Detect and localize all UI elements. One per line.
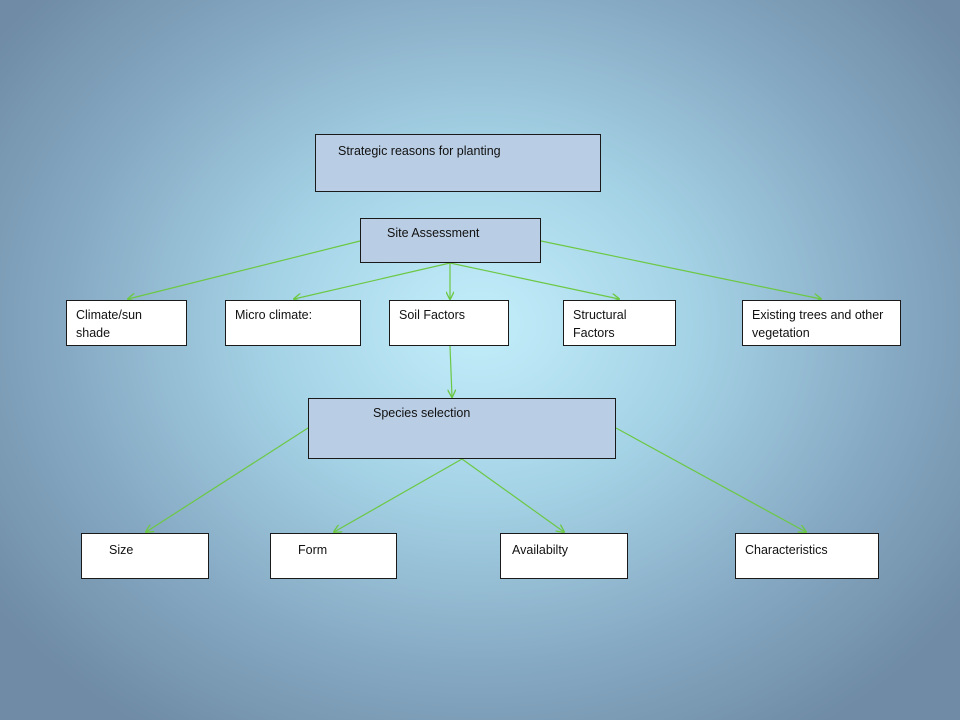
site-assessment-label: Site Assessment: [387, 226, 480, 240]
size-box: Size: [81, 533, 209, 579]
micro-climate-label: Micro climate:: [235, 308, 313, 322]
arrow-species-to-characteristics: [615, 427, 806, 532]
structural-factors-box: Structural Factors: [563, 300, 676, 346]
form-box: Form: [270, 533, 397, 579]
existing-trees-label: Existing trees and other vegetation: [752, 308, 884, 341]
form-label: Form: [298, 543, 328, 557]
climate-sun-shade-box: Climate/sun shade: [66, 300, 187, 346]
arrow-site-to-existing: [540, 240, 821, 299]
micro-climate-box: Micro climate:: [225, 300, 361, 346]
availability-box: Availabilty: [500, 533, 628, 579]
arrow-site-to-structural: [449, 262, 619, 299]
species-selection-label: Species selection: [373, 406, 471, 420]
arrow-species-to-availability: [461, 458, 564, 532]
availability-label: Availabilty: [512, 543, 569, 557]
arrow-site-to-micro-climate: [294, 262, 451, 299]
existing-trees-box: Existing trees and other vegetation: [742, 300, 901, 346]
strategic-reasons-box: Strategic reasons for planting: [315, 134, 601, 192]
arrow-soil-to-species: [450, 345, 452, 397]
strategic-reasons-label: Strategic reasons for planting: [338, 144, 501, 158]
climate-sun-shade-label: Climate/sun shade: [76, 308, 142, 341]
soil-factors-label: Soil Factors: [399, 308, 465, 322]
characteristics-box: Characteristics: [735, 533, 879, 579]
size-label: Size: [109, 543, 134, 557]
species-selection-box: Species selection: [308, 398, 616, 459]
arrow-site-to-climate: [128, 240, 361, 299]
arrow-species-to-size: [146, 427, 309, 532]
site-assessment-box: Site Assessment: [360, 218, 541, 263]
characteristics-label: Characteristics: [745, 543, 828, 557]
soil-factors-box: Soil Factors: [389, 300, 509, 346]
structural-factors-label: Structural Factors: [573, 308, 627, 341]
arrow-species-to-form: [334, 458, 463, 532]
